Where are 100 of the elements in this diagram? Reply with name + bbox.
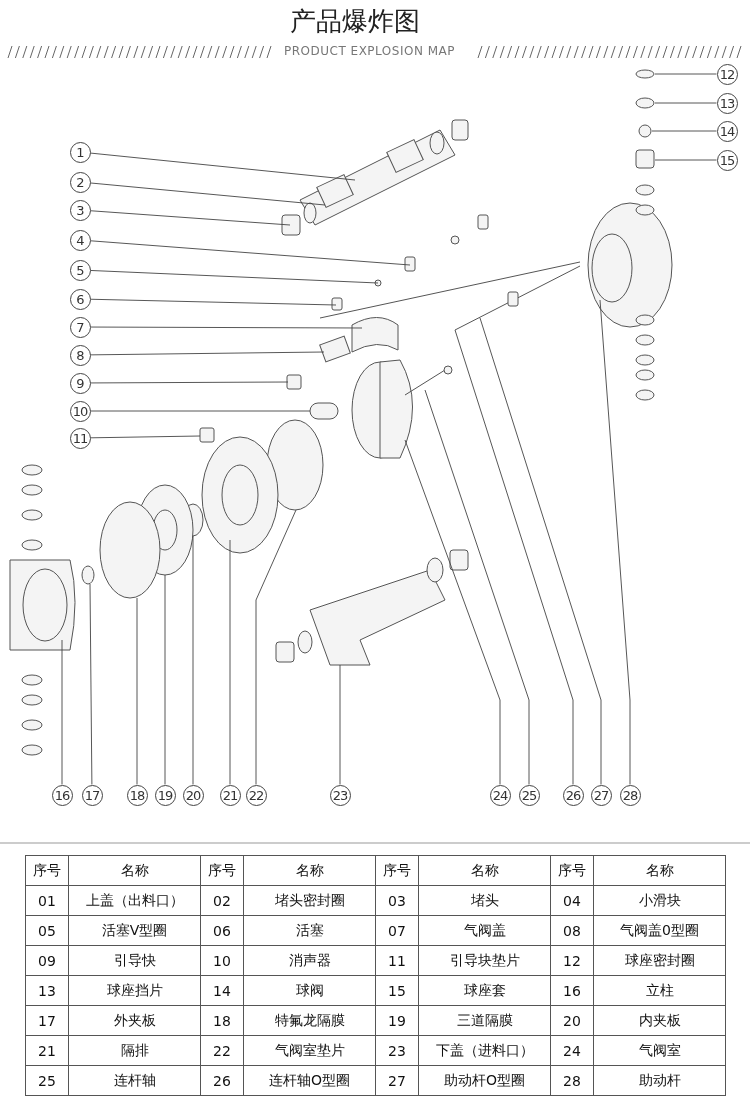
callout-number: 27 [590,784,612,806]
part-name: 立柱 [593,975,726,1006]
part-name: 活塞V型圈 [68,915,201,946]
part-number: 25 [25,1065,69,1096]
part-number: 05 [25,915,69,946]
part-name: 助动杆 [593,1065,726,1096]
part-number: 18 [200,1005,244,1036]
part-number: 14 [200,975,244,1006]
leader-line [192,535,194,785]
part-number: 20 [550,1005,594,1036]
part-name: 球阀 [243,975,376,1006]
part-number: 12 [550,945,594,976]
leader-line [479,317,602,785]
part-name: 下盖（进料口） [418,1035,551,1066]
part-name: 连杆轴 [68,1065,201,1096]
part-number: 24 [550,1035,594,1066]
leader-line [164,574,166,785]
column-header: 序号 [25,855,69,886]
part-name: 气阀盖 [418,915,551,946]
part-number: 27 [375,1065,419,1096]
callout-number: 23 [329,784,351,806]
callout-number: 28 [619,784,641,806]
callout-number: 14 [716,120,738,142]
part-number: 23 [375,1035,419,1066]
part-name: 消声器 [243,945,376,976]
leader-line [229,539,231,785]
callout-number: 3 [69,199,91,221]
leader-line [654,73,717,75]
part-number: 06 [200,915,244,946]
part-number: 17 [25,1005,69,1036]
callout-number: 2 [69,171,91,193]
leader-line [90,210,291,226]
part-name: 小滑块 [593,885,726,916]
leader-line [339,664,341,785]
part-number: 10 [200,945,244,976]
part-number: 02 [200,885,244,916]
leader-line [424,389,530,785]
leader-line [90,270,379,284]
part-name: 气阀室垫片 [243,1035,376,1066]
part-name: 堵头 [418,885,551,916]
part-number: 16 [550,975,594,1006]
callout-number: 15 [716,149,738,171]
part-name: 引导快 [68,945,201,976]
callout-number: 25 [518,784,540,806]
leader-line [654,102,717,104]
column-header: 序号 [375,855,419,886]
callout-number: 24 [489,784,511,806]
column-header: 名称 [68,855,201,886]
callout-number: 17 [81,784,103,806]
part-number: 09 [25,945,69,976]
leader-line [90,298,337,306]
callout-number: 10 [69,400,91,422]
column-header: 序号 [550,855,594,886]
leader-line [90,240,411,266]
callout-number: 22 [245,784,267,806]
leader-line [136,597,138,785]
column-header: 名称 [593,855,726,886]
part-name: 隔排 [68,1035,201,1066]
part-name: 外夹板 [68,1005,201,1036]
leader-line [90,410,311,412]
part-name: 内夹板 [593,1005,726,1036]
part-number: 03 [375,885,419,916]
part-number: 04 [550,885,594,916]
leader-line [404,439,501,785]
part-name: 球座挡片 [68,975,201,1006]
leader-line [61,639,63,785]
part-number: 11 [375,945,419,976]
part-name: 球座套 [418,975,551,1006]
callout-number: 20 [182,784,204,806]
part-number: 07 [375,915,419,946]
callout-number: 19 [154,784,176,806]
part-number: 13 [25,975,69,1006]
part-name: 气阀室 [593,1035,726,1066]
callout-number: 7 [69,316,91,338]
callout-number: 5 [69,259,91,281]
leader-line [651,130,717,132]
part-number: 01 [25,885,69,916]
column-header: 名称 [243,855,376,886]
callout-number: 11 [69,427,91,449]
callout-number: 18 [126,784,148,806]
part-number: 26 [200,1065,244,1096]
part-number: 28 [550,1065,594,1096]
part-name: 气阀盖0型圈 [593,915,726,946]
callout-number: 16 [51,784,73,806]
part-name: 助动杆O型圈 [418,1065,551,1096]
part-number: 08 [550,915,594,946]
leader-line [90,381,289,384]
part-name: 三道隔膜 [418,1005,551,1036]
callout-number: 8 [69,344,91,366]
callout-number: 21 [219,784,241,806]
leader-line [454,329,574,785]
part-name: 活塞 [243,915,376,946]
callout-number: 6 [69,288,91,310]
leader-line [89,583,93,785]
callout-number: 1 [69,141,91,163]
callout-number: 9 [69,372,91,394]
part-name: 堵头密封圈 [243,885,376,916]
callout-number: 4 [69,229,91,251]
leader-line [654,159,717,161]
column-header: 名称 [418,855,551,886]
